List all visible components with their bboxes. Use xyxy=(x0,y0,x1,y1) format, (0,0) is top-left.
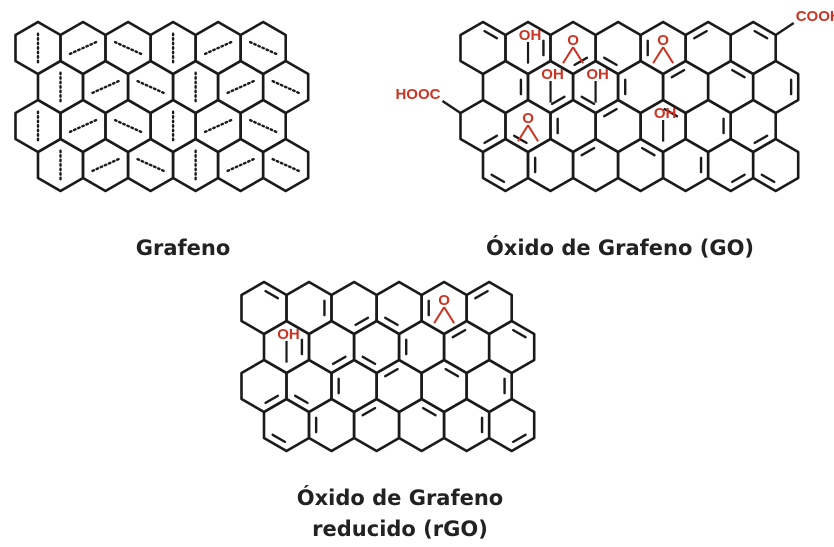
double-bond xyxy=(384,316,399,327)
epoxy-bond xyxy=(562,46,574,64)
functional-group-hydroxyl: OH xyxy=(541,66,564,103)
double-bond xyxy=(731,68,746,79)
carboxyl-bond xyxy=(441,100,462,114)
hexagon-ring xyxy=(487,397,536,453)
delocalized-bond xyxy=(113,118,143,134)
double-bond xyxy=(421,406,437,417)
hexagon-ring xyxy=(706,137,755,193)
group-label: O xyxy=(438,292,450,309)
delocalized-bond xyxy=(68,40,98,56)
hexagon-ring xyxy=(571,137,620,193)
hexagon-ring xyxy=(751,137,800,193)
graphene-oxide-lattice: OHOOCOOHOHOHHOOCOOH xyxy=(395,8,834,193)
delocalized-bond xyxy=(203,118,233,134)
functional-group-epoxy: O xyxy=(433,292,455,324)
group-label: OH xyxy=(654,105,677,122)
functional-group-hydroxyl: OH xyxy=(586,66,609,103)
group-label: O xyxy=(657,32,669,49)
double-bond xyxy=(512,433,527,444)
caption-reduced-graphene-oxide-line1: Óxido de Grafeno xyxy=(296,486,504,510)
double-bond xyxy=(670,68,686,79)
delocalized-bond xyxy=(136,157,165,173)
functional-group-hydroxyl: OH xyxy=(654,105,677,142)
double-bond xyxy=(444,367,460,378)
double-bond xyxy=(264,289,280,300)
double-bond xyxy=(361,406,377,417)
functional-group-epoxy: O xyxy=(562,32,584,64)
delocalized-bond xyxy=(91,157,120,173)
hexagon-ring xyxy=(616,137,665,193)
double-bond xyxy=(293,394,309,405)
double-bond xyxy=(753,29,769,40)
graphene-lattice xyxy=(14,20,310,193)
double-bond xyxy=(512,328,527,339)
double-bond xyxy=(693,29,708,40)
epoxy-bond xyxy=(572,46,584,64)
hexagon-ring xyxy=(397,397,446,453)
double-bond xyxy=(603,56,618,67)
group-label: HOOC xyxy=(395,86,440,103)
epoxy-bond xyxy=(517,124,529,142)
epoxy-bond xyxy=(433,306,445,324)
carboxyl-bond xyxy=(775,22,795,36)
double-bond xyxy=(760,173,776,184)
delocalized-bond xyxy=(271,157,300,173)
double-bond xyxy=(331,355,347,366)
double-bond xyxy=(483,134,499,145)
caption-reduced-graphene-oxide-line2: reducido (rGO) xyxy=(312,517,488,541)
caption-graphene-oxide: Óxido de Grafeno (GO) xyxy=(485,236,755,260)
functional-group-epoxy: O xyxy=(652,32,674,64)
double-bond xyxy=(354,316,370,327)
group-label: OH xyxy=(586,66,609,83)
double-bond xyxy=(490,173,506,184)
double-bond xyxy=(384,367,399,378)
epoxy-bond xyxy=(443,306,455,324)
delocalized-bond xyxy=(248,118,278,134)
group-label: OH xyxy=(519,27,542,44)
delocalized-bond xyxy=(113,40,143,56)
functional-group-carboxyl: HOOC xyxy=(395,86,462,114)
epoxy-bond xyxy=(652,46,664,64)
functional-group-hydroxyl: OH xyxy=(277,326,300,363)
functional-group-hydroxyl: OH xyxy=(519,27,542,64)
double-bond xyxy=(361,355,377,366)
double-bond xyxy=(663,107,679,118)
hexagon-ring xyxy=(481,137,530,193)
functional-group-epoxy: O xyxy=(517,110,539,142)
epoxy-bond xyxy=(662,46,674,64)
group-label: OH xyxy=(541,66,564,83)
delocalized-bond xyxy=(248,40,278,56)
double-bond xyxy=(271,433,287,444)
delocalized-bond xyxy=(226,157,255,173)
hexagon-ring xyxy=(352,397,401,453)
double-bond xyxy=(731,173,746,184)
delocalized-bond xyxy=(203,40,233,56)
delocalized-bond xyxy=(226,79,255,95)
double-bond xyxy=(451,328,467,339)
double-bond xyxy=(603,107,618,118)
delocalized-bond xyxy=(271,79,300,95)
group-label: OH xyxy=(277,326,300,343)
hexagon-ring xyxy=(262,397,311,453)
double-bond xyxy=(550,95,566,106)
delocalized-bond xyxy=(136,79,165,95)
group-label: O xyxy=(522,110,534,127)
epoxy-bond xyxy=(527,124,539,142)
group-label: O xyxy=(567,32,579,49)
reduced-graphene-oxide-lattice: O OH xyxy=(240,280,536,453)
double-bond xyxy=(580,146,596,157)
delocalized-bond xyxy=(68,118,98,134)
double-bond xyxy=(474,289,489,300)
caption-graphene: Grafeno xyxy=(135,236,231,260)
double-bond xyxy=(264,394,280,405)
hexagon-ring xyxy=(261,137,310,193)
double-bond xyxy=(483,29,499,40)
double-bond xyxy=(580,95,596,106)
double-bond xyxy=(640,146,656,157)
double-bond xyxy=(753,134,769,145)
delocalized-bond xyxy=(91,79,120,95)
